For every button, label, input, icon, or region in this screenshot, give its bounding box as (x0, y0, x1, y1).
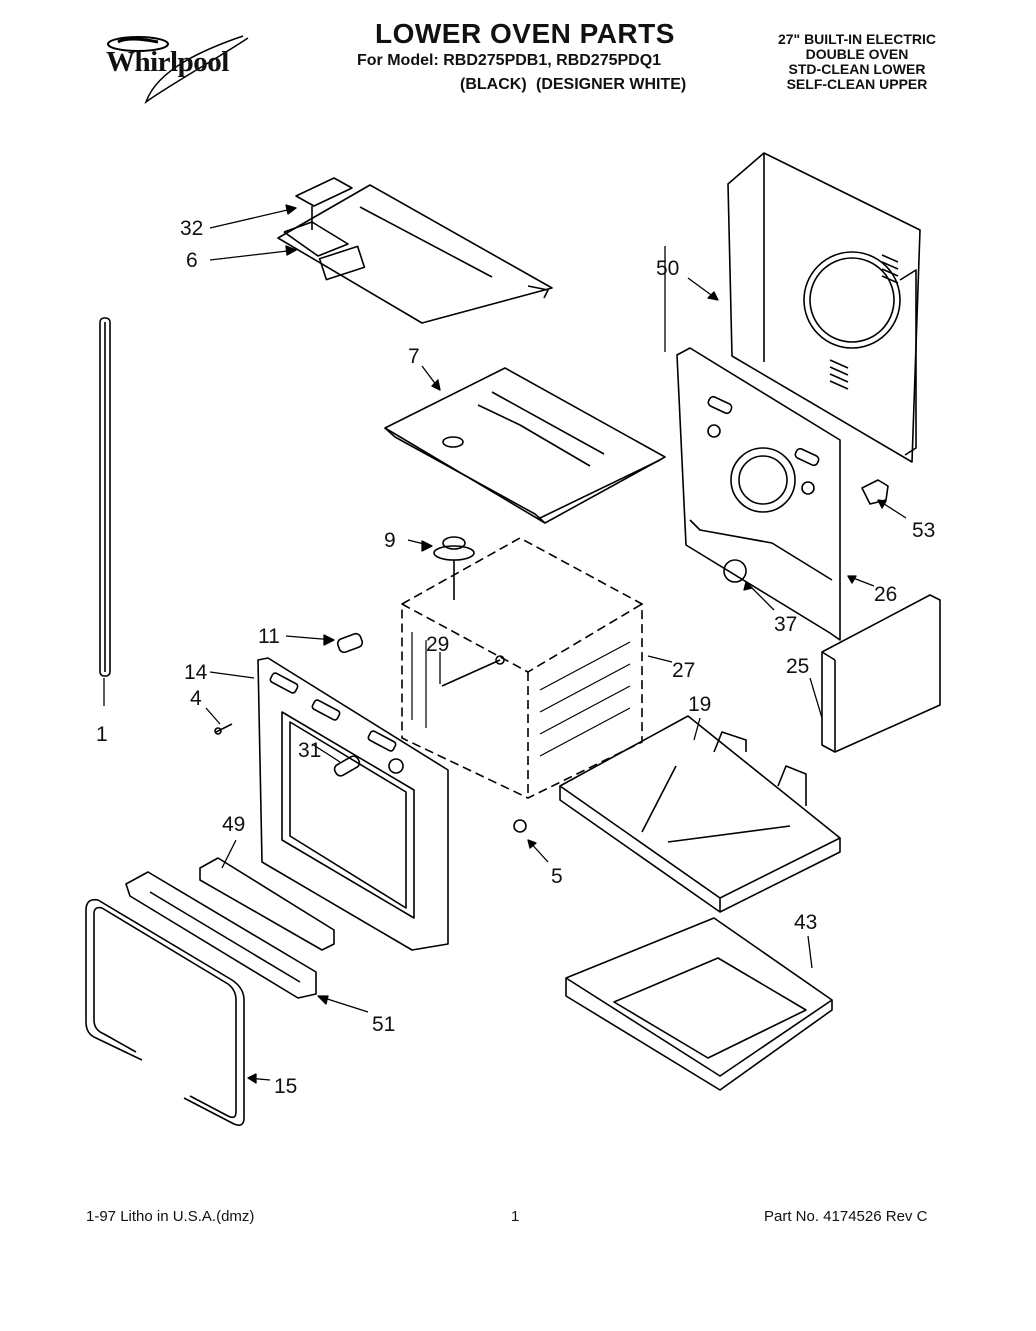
brand-name: Whirlpool (106, 46, 229, 78)
spec-line: SELF-CLEAN UPPER (786, 76, 928, 92)
model-line: For Model: RBD275PDB1, RBD275PDQ1 (357, 52, 662, 69)
callout-31: 31 (298, 739, 322, 762)
back-frame-panel (676, 347, 841, 641)
lower-bake-tray (559, 715, 841, 913)
light-socket (336, 632, 364, 654)
callout-11: 11 (258, 625, 280, 648)
door-gasket (85, 898, 245, 1126)
callout-26: 26 (874, 583, 898, 606)
callout-43: 43 (794, 911, 818, 934)
part-number: Part No. 4174526 Rev C (764, 1208, 928, 1225)
callout-15: 15 (274, 1075, 298, 1098)
callout-49: 49 (222, 813, 246, 836)
oven-liner (401, 537, 643, 799)
tube-connector (513, 819, 527, 833)
callout-1: 1 (96, 723, 108, 746)
callout-51: 51 (372, 1013, 396, 1036)
callout-19: 19 (688, 693, 712, 716)
thermostat-bulb (433, 536, 475, 600)
temperature-sensor (441, 655, 505, 687)
door-insulation (199, 857, 335, 951)
screw (214, 723, 233, 735)
spec-line: STD-CLEAN LOWER (788, 61, 926, 77)
callout-14: 14 (184, 661, 208, 684)
callout-25: 25 (786, 655, 810, 678)
callout-27: 27 (672, 659, 696, 682)
page-title: LOWER OVEN PARTS (375, 18, 675, 49)
side-trim-strip (99, 317, 111, 677)
rear-panel (727, 152, 921, 463)
oven-rack-slots (411, 632, 631, 757)
control-bracket (295, 177, 353, 230)
callout-50: 50 (656, 257, 680, 280)
callout-6: 6 (186, 249, 198, 272)
spec-line: 27" BUILT-IN ELECTRIC (777, 31, 937, 47)
oven-light-switch (333, 755, 361, 777)
callout-7: 7 (408, 345, 420, 368)
heat-shield (384, 367, 666, 524)
variant-white-label: (DESIGNER WHITE) (536, 76, 687, 93)
vent-trim (125, 871, 317, 999)
spec-block: 27" BUILT-IN ELECTRIC DOUBLE OVEN STD-CL… (772, 32, 942, 92)
callout-5: 5 (551, 865, 563, 888)
front-frame (257, 657, 449, 951)
callout-37: 37 (774, 613, 798, 636)
variant-black-label: (BLACK) (460, 76, 527, 93)
sensor-clip (861, 479, 889, 505)
page-number: 1 (511, 1208, 520, 1225)
callout-53: 53 (912, 519, 936, 542)
callout-29: 29 (426, 633, 450, 656)
litho-note: 1-97 Litho in U.S.A.(dmz) (86, 1208, 255, 1225)
top-cover-panel (277, 184, 553, 324)
callout-4: 4 (190, 687, 202, 710)
spec-line: DOUBLE OVEN (805, 46, 909, 62)
callout-9: 9 (384, 529, 396, 552)
bottom-shield (565, 917, 833, 1091)
leader-lines (103, 204, 907, 1084)
whirlpool-logo (107, 35, 249, 105)
callout-32: 32 (180, 217, 204, 240)
side-panel (821, 594, 941, 753)
element-clip (723, 559, 747, 583)
